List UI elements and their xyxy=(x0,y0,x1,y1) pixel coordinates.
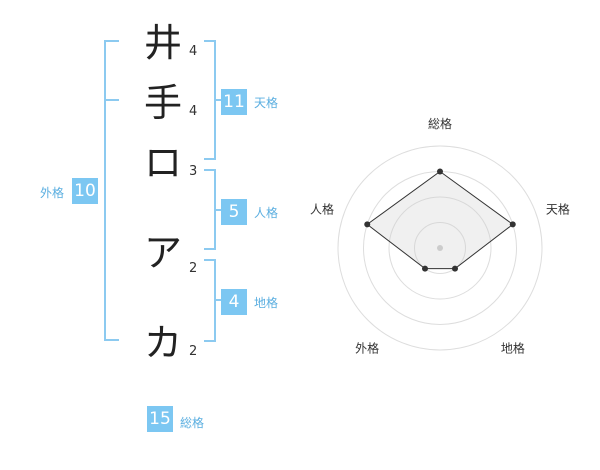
name-char-4: ア xyxy=(143,231,182,275)
stroke-count-3: 3 xyxy=(189,164,198,179)
radar-point xyxy=(364,221,371,228)
radar-point xyxy=(437,168,443,175)
soukaku-value: 15 xyxy=(147,406,173,432)
radar-center-dot xyxy=(437,245,443,251)
name-char-5: カ xyxy=(143,321,182,365)
stroke-count-4: 2 xyxy=(189,261,198,276)
jinkaku-label: 人格 xyxy=(254,206,279,220)
radar-axis-label: 天格 xyxy=(546,202,570,217)
jinkaku-value: 5 xyxy=(221,199,247,225)
gaikaku-value: 10 xyxy=(72,178,98,204)
tenkaku-label: 天格 xyxy=(254,96,279,110)
radar-grid-ring xyxy=(414,222,466,274)
radar-point xyxy=(422,265,429,272)
stroke-count-1: 4 xyxy=(189,44,198,59)
name-char-1: 井 xyxy=(143,21,182,65)
tenkaku-value: 11 xyxy=(221,89,247,115)
name-char-2: 手 xyxy=(143,81,182,125)
radar-grid-ring xyxy=(388,196,492,300)
radar-grid-ring xyxy=(337,145,543,351)
radar-axis-label: 外格 xyxy=(355,340,379,355)
chikaku-value: 4 xyxy=(221,289,247,315)
soukaku-label: 総格 xyxy=(180,416,205,430)
radar-axis-label: 地格 xyxy=(501,340,525,355)
name-char-3: ロ xyxy=(143,141,182,185)
stroke-count-2: 4 xyxy=(189,104,198,119)
radar-series-area xyxy=(366,170,514,270)
radar-axis-label: 総格 xyxy=(428,116,452,131)
chikaku-label: 地格 xyxy=(254,296,279,310)
stroke-count-5: 2 xyxy=(189,344,198,359)
radar-point xyxy=(509,221,516,228)
radar-point xyxy=(451,265,458,272)
radar-axis-label: 人格 xyxy=(310,202,334,217)
gaikaku-label: 外格 xyxy=(40,186,65,200)
